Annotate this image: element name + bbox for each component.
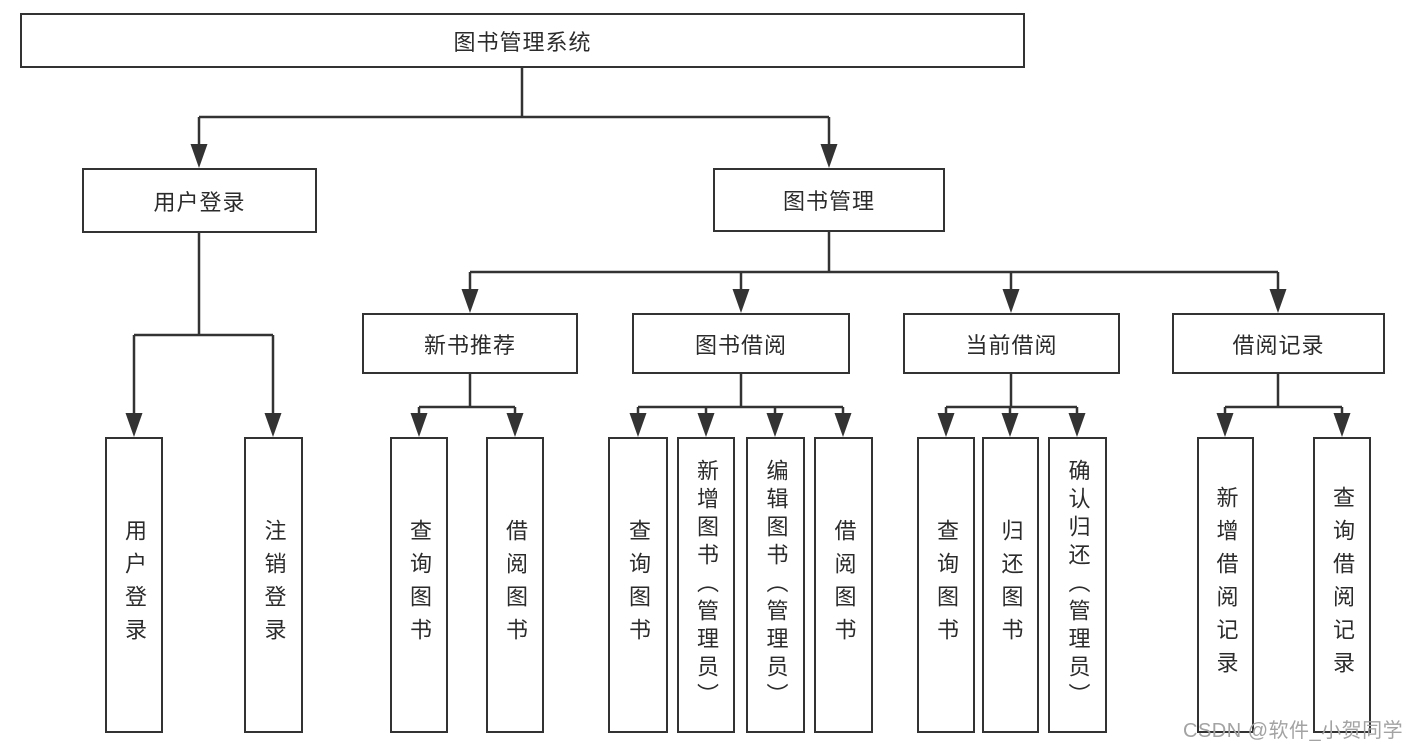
leaf-add-borrow-record: 新增借阅记录 [1197,437,1254,733]
node-label: 编辑图书（管理员） [763,459,789,711]
leaf-query-books-recommend: 查询图书 [390,437,448,733]
leaf-borrow-books: 借阅图书 [814,437,873,733]
connector-new-book-split [410,373,524,437]
node-label: 当前借阅 [965,332,1058,358]
node-label: 新增借阅记录 [1213,486,1239,684]
node-label: 借阅记录 [1232,332,1325,358]
leaf-confirm-return-admin: 确认归还（管理员） [1048,437,1107,733]
leaf-logout: 注销登录 [244,437,303,733]
node-label: 注销登录 [261,519,287,651]
connector-book-management-split [461,232,1287,313]
connector-book-borrow-split [629,373,852,437]
node-book-borrow: 图书借阅 [632,313,850,374]
leaf-edit-book-admin: 编辑图书（管理员） [746,437,805,733]
node-label: 借阅图书 [503,519,528,651]
node-label: 图书管理系统 [453,29,592,55]
leaf-query-books-current: 查询图书 [917,437,975,733]
connector-root-split [190,68,838,168]
csdn-watermark: CSDN @软件_小贺同学 [1183,720,1404,742]
node-label: 图书借阅 [694,332,787,358]
node-current-borrow: 当前借阅 [903,313,1120,374]
leaf-user-login: 用户登录 [105,437,163,733]
node-label: 查询借阅记录 [1330,486,1355,684]
node-new-book-recommend: 新书推荐 [362,313,578,374]
leaf-query-borrow-record: 查询借阅记录 [1313,437,1371,733]
node-label: 查询图书 [934,519,959,651]
node-system-root: 图书管理系统 [20,13,1025,68]
node-label: 新书推荐 [423,332,516,358]
connector-user-login-split [125,233,282,437]
node-label: 查询图书 [626,519,651,651]
node-book-management: 图书管理 [713,168,945,232]
node-label: 查询图书 [407,519,432,651]
node-borrow-records: 借阅记录 [1172,313,1385,374]
leaf-query-books-borrow: 查询图书 [608,437,668,733]
connector-current-borrow-split [937,373,1086,437]
node-label: 借阅图书 [831,519,857,651]
node-label: 用户登录 [122,519,147,651]
node-label: 归还图书 [998,519,1024,651]
connector-borrow-record-split [1216,373,1351,437]
leaf-borrow-books-recommend: 借阅图书 [486,437,544,733]
node-label: 用户登录 [153,189,246,215]
node-label: 确认归还（管理员） [1065,459,1091,711]
node-label: 图书管理 [782,189,875,214]
node-user-login: 用户登录 [82,168,317,233]
leaf-add-book-admin: 新增图书（管理员） [677,437,735,733]
node-label: 新增图书（管理员） [694,459,719,711]
leaf-return-book: 归还图书 [982,437,1039,733]
